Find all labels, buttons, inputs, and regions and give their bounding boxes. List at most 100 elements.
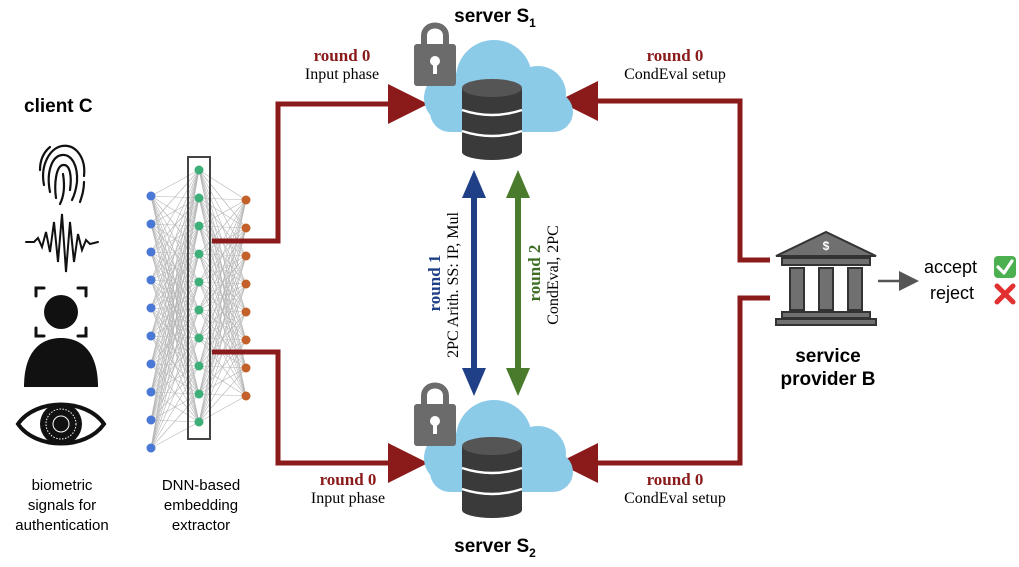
nn-edge <box>150 169 200 393</box>
nn-node <box>146 331 156 341</box>
embedding-layer-box <box>187 156 211 440</box>
input-phase-top-label: round 0 Input phase <box>282 46 402 84</box>
nn-edge <box>150 169 200 449</box>
nn-edge <box>150 169 200 365</box>
round-label: round 0 <box>646 46 704 65</box>
nn-node <box>194 193 204 203</box>
bank-icon <box>775 230 877 326</box>
nn-node <box>146 275 156 285</box>
nn-edge <box>150 169 200 421</box>
nn-node <box>146 359 156 369</box>
client-caption-line: biometric <box>31 477 93 494</box>
eye-icon <box>15 402 107 446</box>
nn-edge <box>198 199 247 311</box>
nn-node <box>241 335 251 345</box>
client-caption-line: authentication <box>15 517 109 534</box>
provider-title: service provider B <box>766 345 890 391</box>
nn-edge <box>198 199 247 227</box>
round1-title: round 1 <box>425 254 444 312</box>
nn-edge <box>150 421 200 449</box>
nn-node <box>194 417 204 427</box>
nn-edge <box>150 169 200 337</box>
nn-edge <box>150 365 200 449</box>
provider-line: provider B <box>780 369 876 390</box>
nn-edge <box>150 169 200 309</box>
waveform-icon <box>25 213 99 273</box>
nn-edge <box>150 169 200 197</box>
nn-node <box>241 279 251 289</box>
round2-arrow <box>506 170 530 396</box>
nn-node <box>241 195 251 205</box>
face-scan-icon <box>24 286 98 387</box>
condeval-top-label: round 0 CondEval setup <box>600 46 750 84</box>
reject-label: reject <box>930 283 975 303</box>
nn-node <box>194 165 204 175</box>
condeval-arrow-bottom <box>558 295 770 483</box>
nn-edge <box>198 197 247 201</box>
client-title: client C <box>24 96 93 117</box>
nn-edge <box>150 281 200 449</box>
nn-edge <box>198 199 247 367</box>
nn-node <box>194 333 204 343</box>
nn-node <box>146 387 156 397</box>
nn-node <box>146 443 156 453</box>
server1-name: server S <box>454 6 530 27</box>
round-label: round 0 <box>313 46 371 65</box>
phase-label: Input phase <box>304 66 380 83</box>
round1-desc: 2PC Arith. SS: IP, Mul <box>445 212 462 358</box>
checkmark-icon <box>994 256 1016 278</box>
nn-edge <box>198 199 247 339</box>
round2-label: round 2 <box>525 173 547 373</box>
nn-node <box>146 415 156 425</box>
nn-edge <box>198 199 247 395</box>
phase-label: Input phase <box>310 490 386 507</box>
nn-node <box>241 223 251 233</box>
nn-edge <box>198 255 247 423</box>
currency-symbol: $ <box>822 239 830 253</box>
round2-title: round 2 <box>525 244 544 302</box>
server1-lock-icon <box>414 22 456 86</box>
nn-node <box>146 191 156 201</box>
client-caption: biometric signals for authentication <box>0 476 124 536</box>
fingerprint-icon <box>38 144 86 206</box>
server1-subscript: 1 <box>529 15 536 30</box>
neural-network <box>146 156 251 453</box>
nn-node <box>241 391 251 401</box>
nn-edge <box>150 197 200 449</box>
nn-edge <box>150 169 200 281</box>
nn-edge <box>198 367 247 423</box>
nn-edge <box>198 227 247 423</box>
nn-node <box>241 307 251 317</box>
nn-edge <box>150 169 200 253</box>
nn-node <box>241 251 251 261</box>
phase-label: CondEval setup <box>624 66 726 83</box>
server1-title: server S1 <box>430 6 560 30</box>
client-caption-line: signals for <box>27 497 97 514</box>
accept-label: accept <box>924 257 978 277</box>
round1-label: round 1 <box>425 183 447 383</box>
server2-database-icon <box>461 437 523 518</box>
nn-edge <box>150 253 200 449</box>
extractor-caption-line: DNN-based <box>161 477 241 494</box>
round2-desc: CondEval, 2PC <box>545 225 562 325</box>
nn-edge <box>198 311 247 423</box>
nn-edge <box>198 199 247 423</box>
server2-lock-icon <box>414 382 456 446</box>
round-label: round 0 <box>646 470 704 489</box>
nn-node <box>194 389 204 399</box>
provider-line: service <box>795 346 861 367</box>
extractor-caption-line: embedding <box>163 497 239 514</box>
nn-node <box>194 277 204 287</box>
condeval-bottom-label: round 0 CondEval setup <box>600 470 750 508</box>
server2-subscript: 2 <box>529 545 536 560</box>
nn-node <box>194 221 204 231</box>
input-arrow-top <box>212 84 428 244</box>
extractor-caption-line: extractor <box>171 517 231 534</box>
nn-edge <box>150 225 200 449</box>
nn-edge <box>150 169 200 225</box>
nn-node <box>194 305 204 315</box>
nn-node <box>146 247 156 257</box>
nn-node <box>194 361 204 371</box>
